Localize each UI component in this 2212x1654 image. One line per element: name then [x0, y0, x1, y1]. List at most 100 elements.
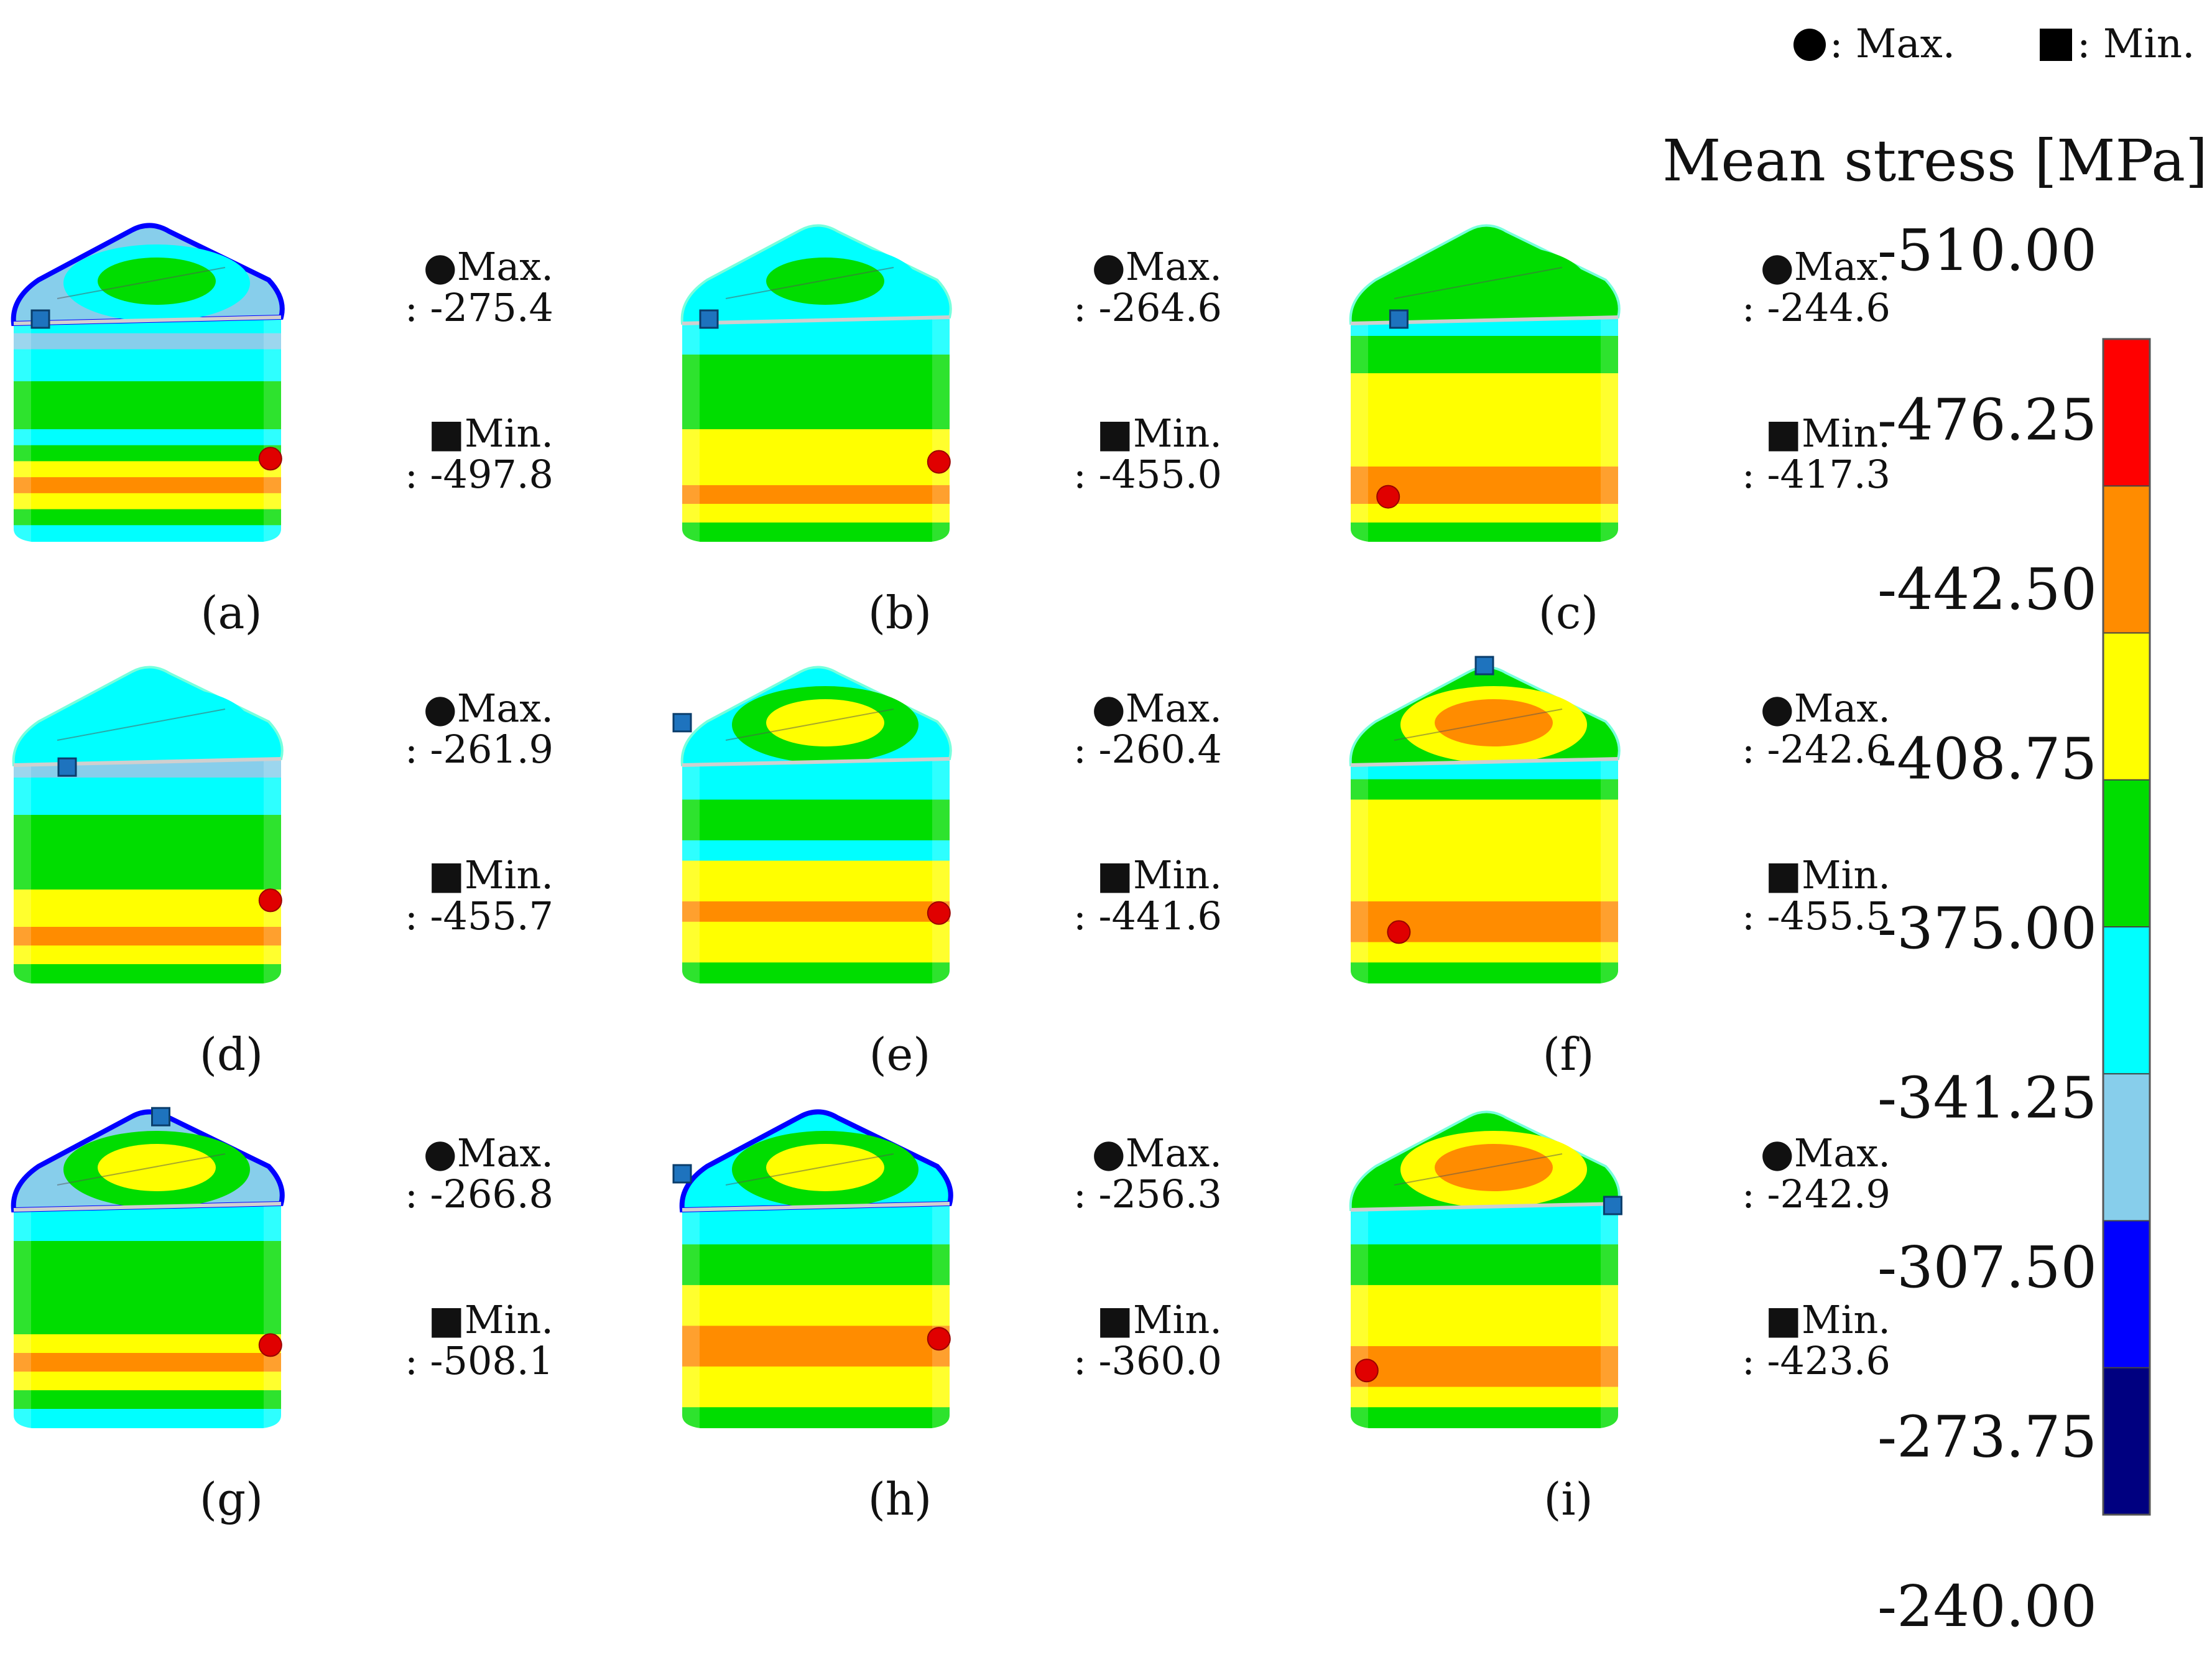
max-label: ●Max. [423, 244, 553, 289]
min-legend-label: : Min. [2077, 21, 2195, 67]
panel-label: (f) [1543, 1028, 1594, 1080]
panel-label: (c) [1539, 587, 1599, 639]
colorbar-tick-label: -442.50 [1877, 556, 2097, 623]
min-label: ■Min. [1765, 411, 1890, 456]
min-label: ■Min. [428, 852, 553, 898]
max-marker-icon [927, 901, 951, 925]
colorbar-tick-label: -341.25 [1877, 1065, 2097, 1131]
max-value: : -275.4 [405, 285, 553, 330]
min-value: : -497.8 [405, 452, 553, 497]
colorbar-tick-label: -273.75 [1877, 1404, 2097, 1470]
panel-g: ●Max.: -266.8■Min.: -508.1(g) [11, 1107, 553, 1525]
min-value: : -455.5 [1742, 893, 1890, 939]
min-marker-icon [699, 309, 719, 329]
specimen-model [680, 666, 952, 984]
min-marker-icon [1603, 1196, 1622, 1215]
min-marker-icon [57, 757, 77, 777]
panel-a: ●Max.: -275.4 ■Min.: -497.8 (a) [11, 223, 553, 639]
min-marker-icon [672, 1164, 692, 1184]
max-value: : -242.6 [1742, 727, 1890, 772]
min-label: ■Min. [1096, 1297, 1222, 1342]
colorbar-tick-label: -375.00 [1877, 895, 2097, 962]
panel-label: (i) [1543, 1473, 1593, 1525]
panel-i: ●Max.: -242.9 ■Min.: -423.6 (i) [1349, 1110, 1890, 1525]
max-marker-icon [1354, 1359, 1379, 1383]
colorbar: Mean stress [MPa] -510.00 -476.25 -442.50 -… [1662, 128, 2208, 1640]
max-label: ●Max. [423, 685, 553, 731]
min-marker-icon [2040, 29, 2072, 61]
max-marker-icon [1376, 485, 1400, 509]
colorbar-tick-label: -510.00 [1877, 217, 2097, 284]
panel-label: (e) [869, 1028, 931, 1080]
min-marker-icon [672, 713, 692, 733]
max-marker-icon [1793, 29, 1826, 61]
min-marker-icon [1474, 656, 1494, 676]
min-label: ■Min. [1096, 411, 1222, 456]
specimen-model [11, 223, 285, 542]
colorbar-tick-label: -240.00 [1877, 1573, 2097, 1640]
colorbar-band [2103, 1367, 2150, 1516]
specimen-model [680, 224, 952, 542]
panel-h: ●Max.: -256.3■Min.: -360.0(h) [672, 1109, 1222, 1525]
max-legend-label: : Max. [1830, 21, 1955, 67]
min-value: : -455.0 [1073, 452, 1222, 497]
panel-b: ●Max.: -264.6■Min.: -455.0(b) [680, 224, 1222, 639]
max-label: ●Max. [1761, 244, 1890, 289]
max-marker-icon [1387, 920, 1411, 944]
max-value: : -261.9 [405, 727, 553, 772]
max-marker-icon [258, 447, 282, 471]
colorbar-tick-label: -476.25 [1877, 387, 2097, 453]
max-label: ●Max. [1092, 1130, 1222, 1176]
colorbar-frame [2102, 338, 2151, 1516]
panel-d: ●Max.: -261.9 ■Min.: -455.7 (d) [12, 666, 553, 1080]
panel-e: ●Max.: -260.4 ■Min.: -441.6 (e) [672, 666, 1222, 1080]
panel-label: (d) [200, 1028, 263, 1080]
panel-c: ●Max.: -244.6 ■Min.: -417.3 (c) [1349, 224, 1890, 639]
min-label: ■Min. [428, 1297, 553, 1342]
marker-legend: : Max. : Min. [1793, 21, 2195, 67]
max-marker-icon [258, 1333, 282, 1357]
min-label: ■Min. [1765, 1297, 1890, 1342]
specimen-model [1349, 1110, 1621, 1429]
min-value: : -417.3 [1742, 452, 1890, 497]
min-value: : -360.0 [1073, 1338, 1222, 1383]
max-marker-icon [927, 450, 951, 474]
colorbar-band [2103, 338, 2150, 487]
colorbar-band [2103, 926, 2150, 1075]
min-label: ■Min. [1765, 852, 1890, 898]
colorbar-band [2103, 779, 2150, 928]
max-value: : -260.4 [1073, 727, 1222, 772]
specimen-model [1349, 224, 1621, 542]
min-label: ■Min. [1096, 852, 1222, 898]
specimen-model [679, 1109, 953, 1429]
max-value: : -244.6 [1742, 285, 1890, 330]
max-value: : -242.9 [1742, 1171, 1890, 1217]
colorbar-tick-label: -307.50 [1877, 1234, 2097, 1301]
max-label: ●Max. [423, 1130, 553, 1176]
min-value: : -441.6 [1073, 893, 1222, 939]
min-marker-icon [1389, 309, 1409, 329]
min-label: ■Min. [428, 411, 553, 456]
panel-label: (g) [200, 1473, 263, 1525]
max-label: ●Max. [1092, 685, 1222, 731]
specimen-model [11, 1109, 285, 1429]
colorbar-title: Mean stress [MPa] [1662, 128, 2208, 194]
max-marker-icon [927, 1327, 951, 1351]
min-value: : -423.6 [1742, 1338, 1890, 1383]
colorbar-tick-label: -408.75 [1877, 726, 2097, 792]
panel-f: ●Max.: -242.6■Min.: -455.5(f) [1349, 656, 1890, 1080]
max-label: ●Max. [1761, 1130, 1890, 1176]
max-value: : -264.6 [1073, 285, 1222, 330]
colorbar-band [2103, 632, 2150, 781]
max-marker-icon [258, 888, 282, 913]
specimen-model [12, 666, 284, 984]
panel-label: (h) [868, 1473, 932, 1525]
specimen-model [1349, 666, 1621, 984]
min-value: : -455.7 [405, 893, 553, 939]
panel-label: (b) [868, 587, 932, 639]
panel-label: (a) [200, 587, 262, 639]
colorbar-band [2103, 1220, 2150, 1369]
min-marker-icon [151, 1107, 170, 1127]
colorbar-band [2103, 1073, 2150, 1222]
